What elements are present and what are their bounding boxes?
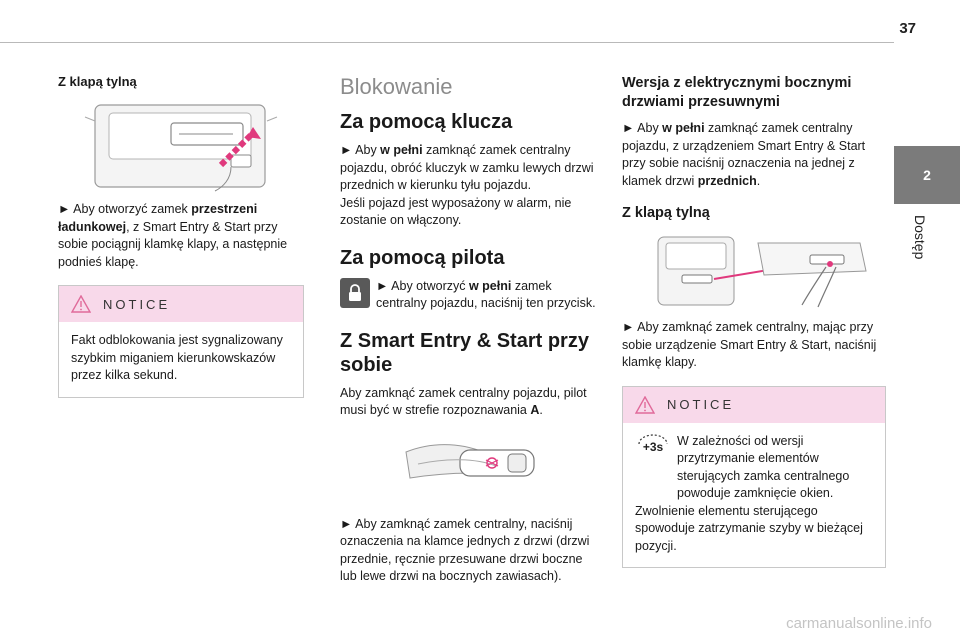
key-lock-text: ► Aby w pełni zamknąć zamek centralny po… xyxy=(340,143,594,192)
tailgate-handle-illustration xyxy=(84,104,278,192)
heading-electric-doors: Wersja z elektrycznymi bocznymi drzwiami… xyxy=(622,75,852,110)
svg-text:+3s: +3s xyxy=(643,440,664,454)
notice-title: NOTICE xyxy=(103,296,171,312)
notice-body: Fakt odblokowania jest sygnalizowany szy… xyxy=(71,333,283,382)
notice-title: NOTICE xyxy=(667,397,735,412)
door-handle-illustration xyxy=(405,443,535,479)
warning-icon xyxy=(635,395,655,414)
page-number: 37 xyxy=(899,20,916,37)
warning-icon xyxy=(71,295,91,313)
remote-lock-text: ► Aby otworzyć w pełni zamek centralny p… xyxy=(376,278,596,311)
heading-smart-entry: Z Smart Entry & Start przy sobie xyxy=(340,329,589,376)
watermark: carmanualsonline.info xyxy=(786,615,932,632)
header-divider xyxy=(0,42,894,43)
section-title: Blokowanie xyxy=(340,74,453,99)
chapter-tab: 2 Dostęp xyxy=(894,0,960,640)
notice-body: +3s W zależności od wersji przytrzymanie… xyxy=(623,423,885,568)
heading-tailgate-lock: Z klapą tylną xyxy=(622,205,710,221)
column-2: Blokowanie Za pomocą klucza ► Aby w pełn… xyxy=(340,60,602,586)
remote-row: ► Aby otworzyć w pełni zamek centralny p… xyxy=(340,277,602,313)
column-3: Wersja z elektrycznymi bocznymi drzwiami… xyxy=(622,60,886,568)
notice-box: NOTICE Fakt odblokowania jest sygnalizow… xyxy=(58,285,304,398)
notice-header: NOTICE xyxy=(59,286,303,322)
column-1: Z klapą tylną ► Aby otworzyć zamek przes… xyxy=(58,60,304,398)
chapter-number: 2 xyxy=(894,146,960,204)
chapter-title: Dostęp xyxy=(912,215,928,260)
open-tailgate-text: ► Aby otworzyć zamek przestrzeni ładunko… xyxy=(58,202,288,269)
alarm-note: Jeśli pojazd jest wyposażony w alarm, ni… xyxy=(340,195,572,228)
electric-doors-text: ► Aby w pełni zamknąć zamek centralny po… xyxy=(622,121,866,188)
tailgate-lock-text: ► Aby zamknąć zamek centralny, mając prz… xyxy=(622,320,877,369)
notice-header: NOTICE xyxy=(623,386,885,423)
tailgate-lock-illustration xyxy=(657,236,867,308)
notice-box-windows: NOTICE +3s W zależności od wersji przytr… xyxy=(622,385,886,568)
heading-key: Za pomocą klucza xyxy=(340,111,513,133)
timer-row: +3s W zależności od wersji przytrzymanie… xyxy=(635,433,873,503)
heading-tailgate: Z klapą tylną xyxy=(58,74,137,89)
press-hold-timer-icon: +3s xyxy=(638,433,668,454)
heading-remote: Za pomocą pilota xyxy=(340,246,505,269)
smart-entry-intro: Aby zamknąć zamek centralny pojazdu, pil… xyxy=(340,385,587,418)
handle-lock-text: ► Aby zamknąć zamek centralny, naciśnij … xyxy=(340,516,590,584)
lock-button-icon xyxy=(340,277,370,308)
